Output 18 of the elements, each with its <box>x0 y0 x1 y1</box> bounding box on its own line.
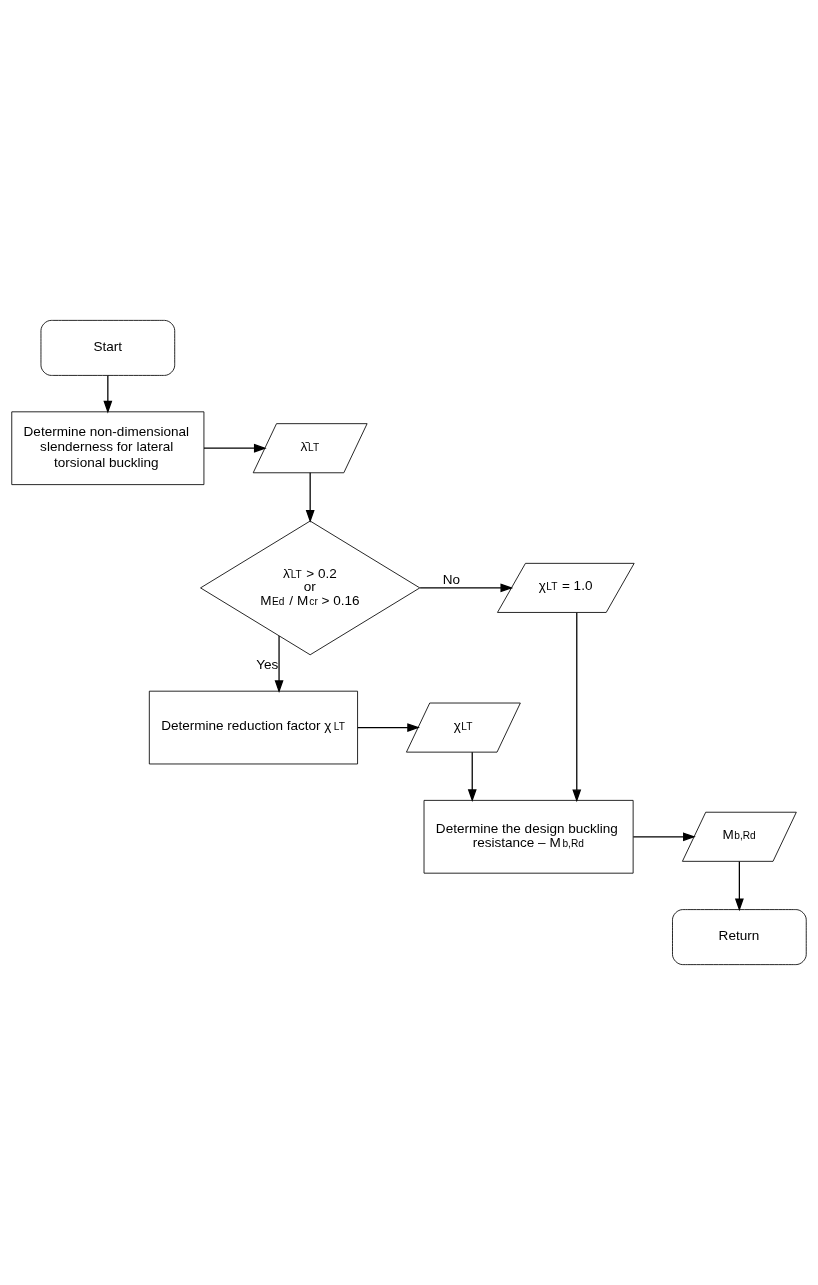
node-diamond: λ̄LT > 0.2 or MEd / Mcr > 0.16 <box>200 520 421 656</box>
arrow <box>274 635 284 694</box>
arrow <box>103 374 113 414</box>
node-box: Start <box>40 319 176 376</box>
node-box: Determine reduction factor χLT <box>148 690 358 765</box>
arrow <box>305 472 315 523</box>
arrow <box>632 832 696 842</box>
arrow <box>357 723 420 733</box>
node-box: Determine the design buckling resistance – Mb,Rd <box>423 799 634 874</box>
arrow <box>734 860 744 912</box>
arrow <box>572 612 582 803</box>
node-box: Determine non-dimensional slenderness for lateral torsional buckling <box>11 411 205 486</box>
edge-label: Yes <box>256 657 279 673</box>
node-box: Return <box>672 909 807 966</box>
arrow <box>467 751 477 802</box>
arrow <box>203 443 267 453</box>
edge-label: No <box>442 571 461 587</box>
arrow <box>419 583 514 593</box>
